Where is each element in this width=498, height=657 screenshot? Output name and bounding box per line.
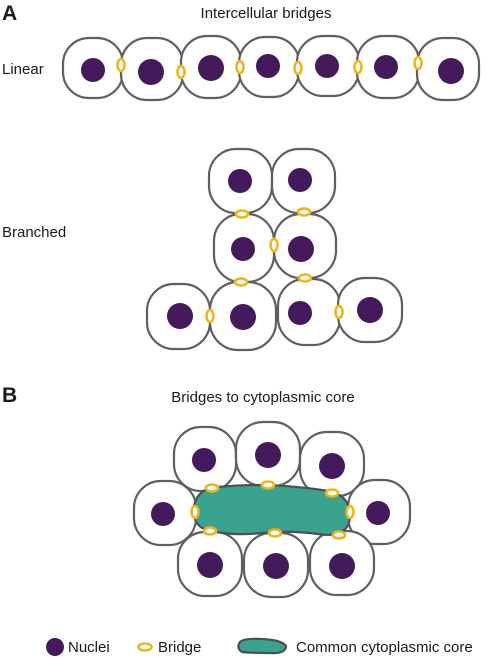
- nucleus: [192, 448, 216, 472]
- nucleus: [231, 237, 255, 261]
- bridge: [331, 530, 347, 540]
- bridge: [260, 480, 276, 490]
- legend-core-swatch: [237, 637, 288, 655]
- legend-core-label: Common cytoplasmic core: [296, 639, 473, 656]
- legend-nucleus-swatch: [46, 638, 64, 656]
- legend-nuclei-label: Nuclei: [68, 639, 110, 656]
- linear-label: Linear: [2, 61, 44, 78]
- bridge: [202, 526, 218, 536]
- branched-label: Branched: [2, 224, 66, 241]
- nucleus: [263, 553, 289, 579]
- bridge: [353, 59, 363, 75]
- bridge: [234, 209, 250, 219]
- bridge: [296, 207, 312, 217]
- nucleus: [138, 59, 164, 85]
- nucleus: [151, 502, 175, 526]
- nucleus: [167, 303, 193, 329]
- bridge: [293, 60, 303, 76]
- nucleus: [288, 236, 314, 262]
- panel-a-label: A: [2, 2, 17, 25]
- nucleus: [197, 552, 223, 578]
- bridge: [235, 59, 245, 75]
- bridge: [345, 504, 355, 520]
- bridge: [205, 308, 215, 324]
- nucleus: [329, 553, 355, 579]
- nucleus: [315, 54, 339, 78]
- bridge: [116, 57, 126, 73]
- nucleus: [288, 301, 312, 325]
- legend-bridge-label: Bridge: [158, 639, 201, 656]
- nucleus: [255, 442, 281, 468]
- panel-a: A Intercellular bridges Linear: [2, 2, 481, 352]
- nucleus: [198, 55, 224, 81]
- nucleus: [366, 501, 390, 525]
- bridge: [297, 273, 313, 283]
- bridge: [269, 237, 279, 253]
- bridge: [324, 488, 340, 498]
- bridge: [190, 504, 200, 520]
- legend-bridge-swatch: [137, 642, 153, 652]
- branched-cluster: [145, 147, 404, 352]
- nucleus: [319, 453, 345, 479]
- bridge: [204, 483, 220, 493]
- nucleus: [256, 54, 280, 78]
- bridge: [267, 528, 283, 538]
- bridge: [413, 55, 423, 71]
- nucleus: [357, 297, 383, 323]
- nucleus: [438, 58, 464, 84]
- nucleus: [81, 58, 105, 82]
- nucleus: [230, 304, 256, 330]
- nucleus: [228, 169, 252, 193]
- bridge: [233, 277, 249, 287]
- bridge: [176, 64, 186, 80]
- linear-chain: [61, 34, 481, 102]
- panel-b: B Bridges to cytoplasmic core: [2, 384, 412, 599]
- nucleus: [374, 55, 398, 79]
- nucleus: [288, 168, 312, 192]
- panel-b-label: B: [2, 384, 17, 407]
- bridge: [334, 304, 344, 320]
- legend: Nuclei Bridge Common cytoplasmic core: [46, 637, 473, 656]
- panel-b-title: Bridges to cytoplasmic core: [171, 389, 354, 406]
- core-cluster: [132, 420, 412, 599]
- panel-a-title: Intercellular bridges: [201, 5, 332, 22]
